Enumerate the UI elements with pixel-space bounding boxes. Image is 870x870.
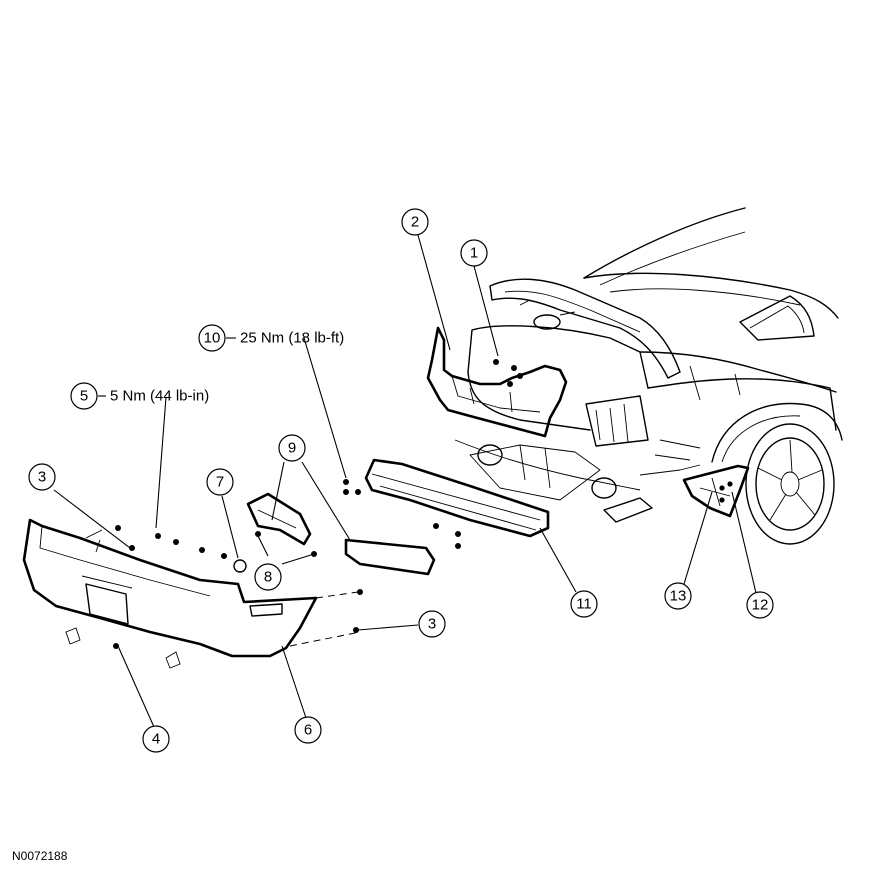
- part-2-rear-closing-panel: [426, 326, 568, 438]
- part-12-13-bracket: [682, 464, 750, 518]
- callout-12-number: 12: [752, 597, 769, 614]
- callout-1: 1: [460, 239, 488, 267]
- callout-5-number: 5: [80, 388, 88, 405]
- callout-6-number: 6: [304, 722, 312, 739]
- callout-1-number: 1: [470, 245, 478, 262]
- part-9-energy-absorbers: [246, 492, 436, 576]
- callout-11-number: 11: [576, 596, 592, 613]
- callout-3-upper: 3: [28, 463, 56, 491]
- callout-12: 12: [746, 591, 774, 619]
- callout-9: 9: [278, 434, 306, 462]
- rear-wheel: [745, 423, 835, 545]
- callout-5-torque: 5 Nm (44 lb-in): [110, 388, 209, 405]
- callout-13-number: 13: [670, 588, 687, 605]
- callout-8: 8: [254, 563, 282, 591]
- callout-3a-number: 3: [38, 469, 46, 486]
- vehicle-rear-body: [454, 207, 843, 545]
- leader-lines: [53, 234, 757, 728]
- callout-11: 11: [570, 590, 598, 618]
- figure-id: N0072188: [12, 849, 68, 863]
- callout-2-number: 2: [411, 214, 419, 231]
- part-6-bumper-cover: [22, 518, 363, 669]
- callout-10-torque: 25 Nm (18 lb-ft): [240, 330, 344, 347]
- callout-4-number: 4: [152, 731, 160, 748]
- callout-10-number: 10: [204, 330, 221, 347]
- callout-7-number: 7: [216, 474, 224, 491]
- callout-9-number: 9: [288, 440, 296, 457]
- callout-3b-number: 3: [428, 616, 436, 633]
- part-11-bumper-reinforcement: [343, 458, 550, 549]
- callout-6: 6: [294, 716, 322, 744]
- callout-10: 10 25 Nm (18 lb-ft): [198, 324, 344, 352]
- callout-4: 4: [142, 725, 170, 753]
- callout-5: 5 5 Nm (44 lb-in): [70, 382, 209, 410]
- callout-13: 13: [664, 582, 692, 610]
- callout-8-number: 8: [264, 569, 272, 586]
- callout-2: 2: [401, 208, 429, 236]
- callout-3-lower: 3: [418, 610, 446, 638]
- callout-7: 7: [206, 468, 234, 496]
